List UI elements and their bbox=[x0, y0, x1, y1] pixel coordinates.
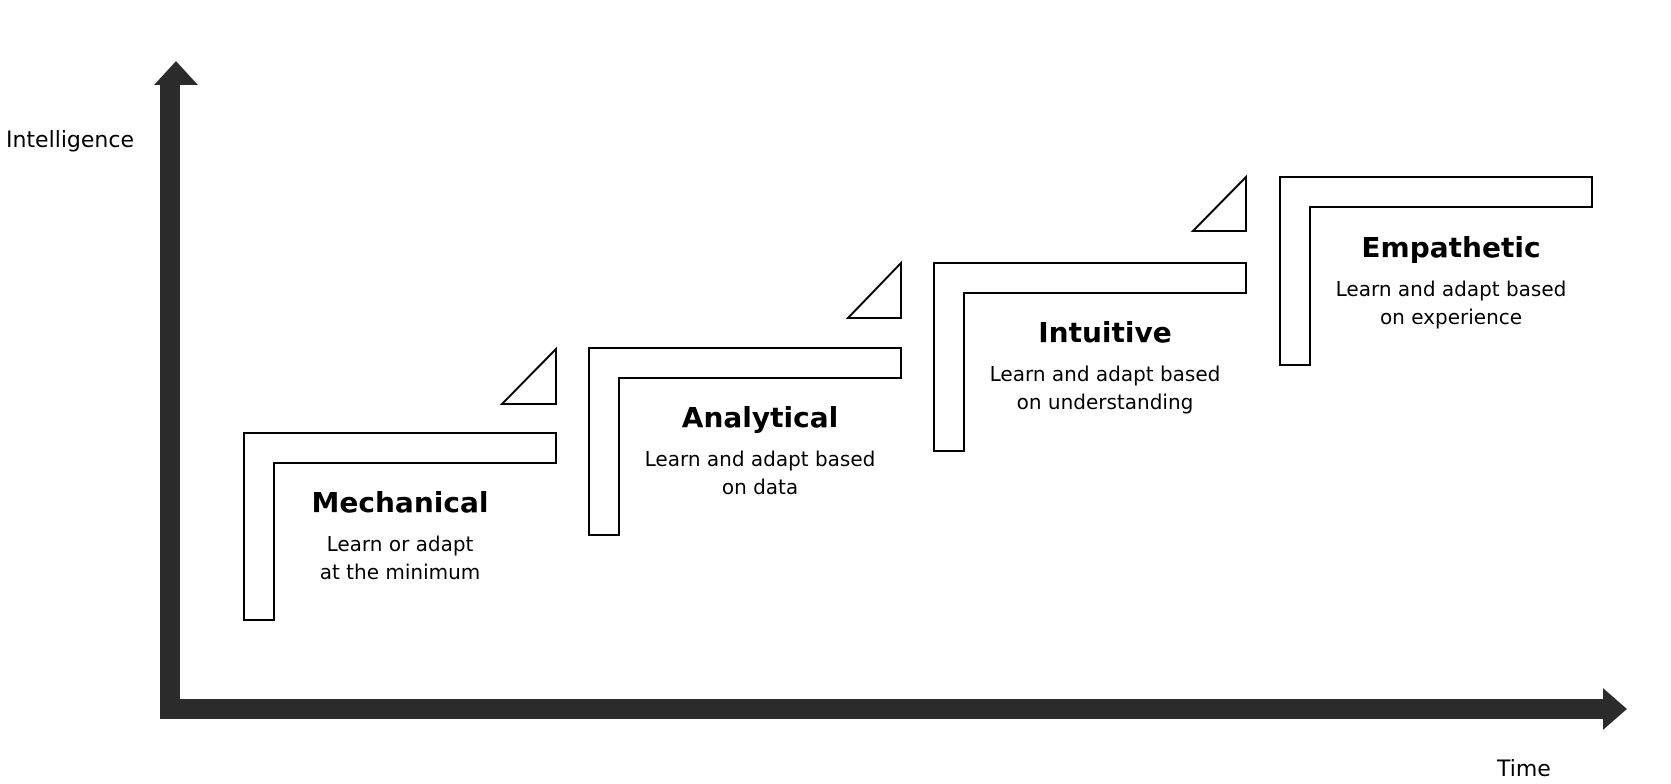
step-bracket-empathetic bbox=[1279, 176, 1593, 366]
x-axis-line bbox=[160, 699, 1615, 719]
x-axis-arrowhead bbox=[1603, 688, 1627, 730]
step-bracket-analytical bbox=[588, 347, 902, 536]
stage-desc-line: Learn or adapt bbox=[326, 532, 474, 556]
stage-desc-line: Learn and adapt based bbox=[989, 362, 1221, 386]
step-bracket-intuitive bbox=[933, 262, 1247, 452]
step-triangle-2 bbox=[845, 260, 902, 319]
stage-title: Empathetic bbox=[1361, 231, 1541, 264]
stage-title: Mechanical bbox=[311, 486, 489, 519]
stage-description: Learn and adapt based on data bbox=[620, 445, 900, 501]
stage-title: Analytical bbox=[681, 401, 839, 434]
x-axis-label: Time bbox=[1497, 757, 1551, 782]
y-axis-label: Intelligence bbox=[6, 128, 135, 153]
stage-empathetic: Empathetic Learn and adapt based on expe… bbox=[1311, 231, 1591, 331]
stage-desc-line: on data bbox=[721, 475, 799, 499]
stage-desc-line: Learn and adapt based bbox=[644, 447, 876, 471]
stage-desc-line: Learn and adapt based bbox=[1335, 277, 1567, 301]
stage-description: Learn or adapt at the minimum bbox=[260, 530, 540, 586]
stage-title: Intuitive bbox=[1038, 316, 1172, 349]
stage-description: Learn and adapt based on understanding bbox=[965, 360, 1245, 416]
stage-desc-line: on understanding bbox=[1016, 390, 1194, 414]
stage-analytical: Analytical Learn and adapt based on data bbox=[620, 401, 900, 501]
step-bracket-mechanical bbox=[243, 432, 557, 621]
step-triangle-3 bbox=[1190, 174, 1247, 232]
stage-description: Learn and adapt based on experience bbox=[1311, 275, 1591, 331]
y-axis-arrowhead bbox=[154, 61, 198, 85]
step-triangle-1 bbox=[499, 346, 557, 405]
stage-intuitive: Intuitive Learn and adapt based on under… bbox=[965, 316, 1245, 416]
stage-mechanical: Mechanical Learn or adapt at the minimum bbox=[260, 486, 540, 586]
y-axis-line bbox=[160, 78, 180, 713]
stage-desc-line: on experience bbox=[1379, 305, 1523, 329]
stage-desc-line: at the minimum bbox=[319, 560, 481, 584]
